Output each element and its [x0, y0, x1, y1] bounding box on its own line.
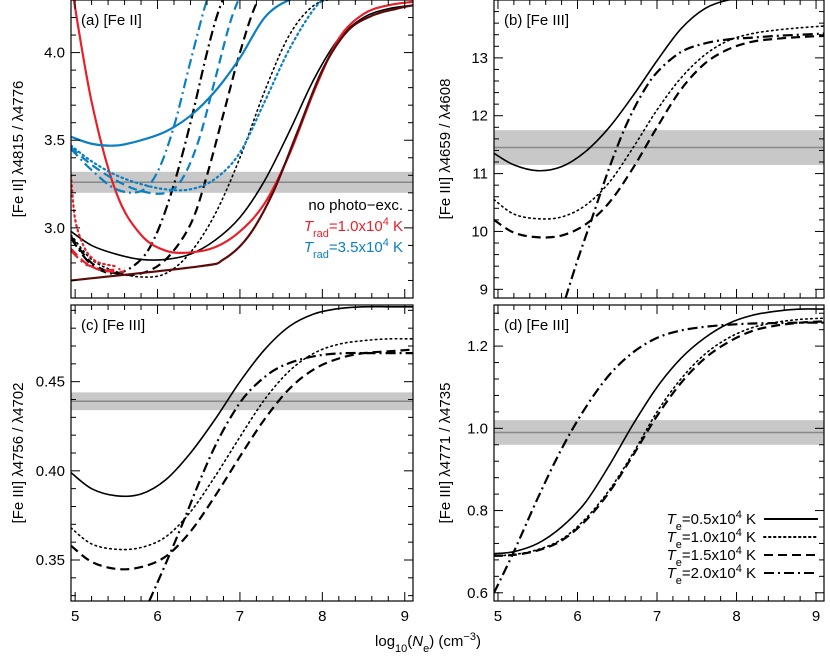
- y-tick-label: 1.0: [467, 420, 488, 437]
- series-line-1: [494, 25, 824, 220]
- y-tick-label: 0.6: [467, 585, 488, 602]
- series-line-6: [71, 248, 125, 273]
- panel-title: (d) [Fe III]: [504, 317, 569, 334]
- series-line-2: [494, 320, 824, 557]
- y-axis-label: [Fe III] λ4659 / λ4608: [437, 79, 454, 220]
- x-tick-label: 6: [153, 608, 161, 625]
- y-tick-label: 9: [480, 281, 488, 298]
- panels-group: 3.0 3.5 4.0 (a) [Fe II] [Fe II] λ4815 / λ477…: [10, 0, 825, 625]
- plot-frame: [493, 0, 825, 299]
- panel-title: (a) [Fe II]: [81, 12, 142, 29]
- x-axis-label-var-sub: e: [423, 643, 429, 655]
- plot-frame: [493, 304, 825, 602]
- y-tick-label: 1.2: [467, 338, 488, 355]
- series-line-1: [494, 317, 824, 557]
- legend-entry: Te=2.0x104 K: [667, 563, 756, 587]
- legend: Te=0.5x104 KTe=1.0x104 KTe=1.5x104 KTe=2…: [667, 509, 819, 587]
- x-tick-label: 7: [653, 608, 661, 625]
- series-line-4: [72, 0, 413, 254]
- panel-title: (b) [Fe III]: [504, 12, 569, 29]
- x-axis-label-var: N: [412, 633, 423, 650]
- y-tick-label: 10: [471, 223, 488, 240]
- series-line-0: [71, 305, 413, 498]
- series-line-0: [71, 4, 413, 261]
- x-tick-label: 9: [812, 608, 820, 625]
- series-line-0: [494, 0, 733, 172]
- y-tick-label: 3.5: [44, 132, 65, 149]
- series-line-2: [494, 34, 824, 239]
- plot-area: [71, 305, 413, 601]
- series-line-10: [71, 0, 240, 195]
- y-tick-label: 3.0: [44, 220, 65, 237]
- panel-title: (c) [Fe III]: [81, 317, 145, 334]
- series-line-12: [71, 4, 413, 282]
- series-line-3: [564, 32, 824, 298]
- series-line-7: [71, 249, 125, 272]
- legend: no photo−exc. Trad=1.0x104 KTrad=3.5x104 …: [304, 197, 403, 261]
- y-tick-label: 12: [471, 108, 488, 125]
- series-line-3: [71, 0, 225, 275]
- legend-entry: Trad=1.0x104 K: [304, 216, 403, 240]
- plot-area: [494, 0, 824, 298]
- series-line-2: [71, 0, 260, 277]
- panel-2: 5 6 7 8 9 0.35 0.40 0.45 (c) [Fe III] [Fe III] λ4…: [10, 304, 414, 625]
- x-tick-label: 5: [494, 608, 502, 625]
- x-axis-label-base: 10: [395, 643, 407, 655]
- panel-0: 3.0 3.5 4.0 (a) [Fe II] [Fe II] λ4815 / λ477…: [10, 0, 414, 299]
- series-line-1: [71, 0, 333, 278]
- x-tick-label: 9: [401, 608, 409, 625]
- plot-area: [71, 0, 413, 282]
- legend-entry: Te=0.5x104 K: [667, 509, 756, 533]
- y-axis-label: [Fe III] λ4771 / λ4735: [437, 383, 454, 524]
- legend-entry: Te=1.0x104 K: [667, 527, 756, 551]
- y-tick-label: 4.0: [44, 45, 65, 62]
- series-line-2: [71, 348, 413, 571]
- x-axis-label-close: ): [476, 633, 481, 650]
- legend-entry: Trad=3.5x104 K: [304, 237, 403, 261]
- x-tick-label: 8: [318, 608, 326, 625]
- plot-frame: [70, 304, 414, 602]
- x-axis-label-unit: ) (cm: [429, 633, 463, 650]
- x-tick-label: 5: [71, 608, 79, 625]
- x-tick-label: 7: [236, 608, 244, 625]
- series-line-8: [71, 0, 293, 147]
- series-line-0: [494, 308, 824, 555]
- x-tick-label: 6: [573, 608, 581, 625]
- y-tick-label: 0.8: [467, 503, 488, 520]
- series-line-3: [494, 321, 824, 594]
- series-line-3: [148, 351, 413, 601]
- series-line-1: [71, 337, 413, 551]
- y-tick-label: 13: [471, 50, 488, 67]
- y-tick-label: 11: [472, 166, 488, 183]
- y-axis-label: [Fe III] λ4756 / λ4702: [10, 383, 27, 524]
- plot-area: [494, 308, 824, 594]
- y-tick-label: 0.45: [36, 374, 65, 391]
- x-axis-label: log10(Ne) (cm−3): [375, 631, 481, 655]
- y-axis-label: [Fe II] λ4815 / λ4776: [10, 81, 27, 218]
- x-axis-label-log: log: [375, 633, 395, 650]
- y-tick-label: 0.40: [36, 463, 65, 480]
- x-axis-label-open: (: [407, 633, 412, 650]
- series-line-9: [71, 0, 325, 192]
- x-axis-label-unit-sup: −3: [463, 631, 476, 643]
- panel-3: 5 6 7 8 9 0.6 0.8 1.0 1.2 (d) [Fe III] [Fe III] λ4…: [437, 304, 825, 625]
- panel-1: 9 10 11 12 13 (b) [Fe III] [Fe III] λ4659 / λ4…: [437, 0, 825, 299]
- y-tick-label: 0.35: [36, 552, 65, 569]
- plot-frame: [70, 0, 414, 299]
- legend-entry: Te=1.5x104 K: [667, 545, 756, 569]
- series-line-5: [71, 174, 118, 268]
- x-tick-label: 8: [732, 608, 740, 625]
- legend-entry: no photo−exc.: [308, 197, 403, 214]
